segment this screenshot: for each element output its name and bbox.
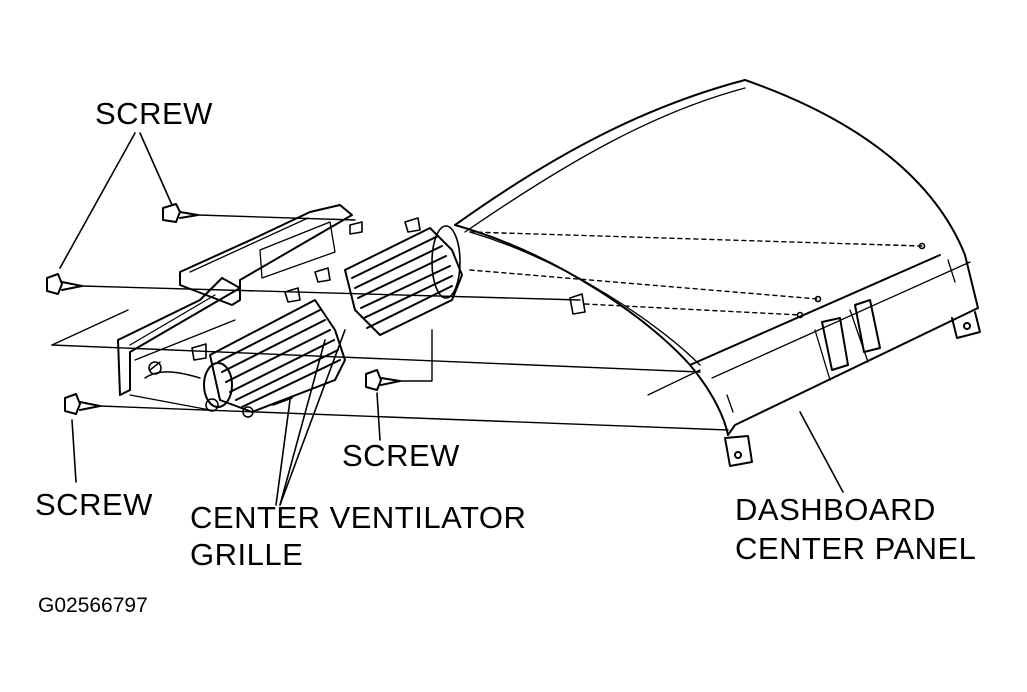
left-vent-louver <box>144 299 346 418</box>
label-dashboard: DASHBOARD <box>735 492 936 527</box>
leader-lines <box>59 132 844 506</box>
figure-id: G02566797 <box>38 594 148 617</box>
label-center-panel: CENTER PANEL <box>735 531 977 566</box>
mounting-clips <box>191 217 926 361</box>
assembly-lines <box>51 214 923 431</box>
label-grille: GRILLE <box>190 537 304 572</box>
label-screw-top: SCREW <box>95 96 213 131</box>
screw-middle-icon <box>365 369 401 391</box>
label-screw-bottom-left: SCREW <box>35 487 153 522</box>
label-screw-middle: SCREW <box>342 438 460 473</box>
screw-bottom-icon <box>64 393 101 415</box>
right-vent-louver <box>344 225 463 336</box>
screw-top-icon <box>162 203 199 223</box>
screw-left-icon <box>46 273 83 295</box>
ventilator-grille-frames <box>117 204 353 411</box>
label-center-ventilator: CENTER VENTILATOR <box>190 500 527 535</box>
dashboard-center-panel <box>454 79 981 467</box>
